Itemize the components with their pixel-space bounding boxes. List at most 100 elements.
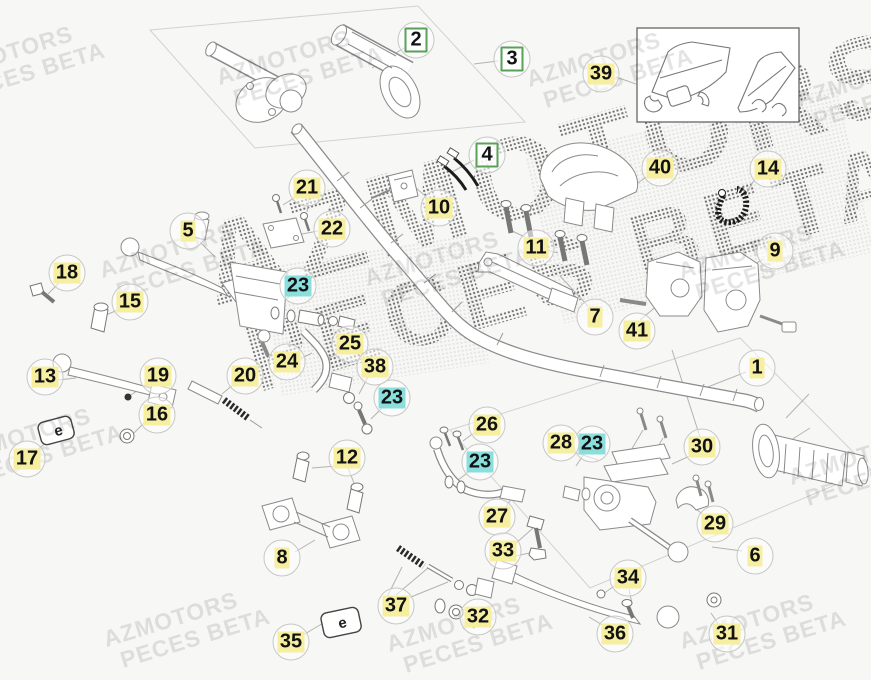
callout-number: 11 [523, 236, 549, 259]
part-rubber-boot-17: e [37, 415, 75, 446]
part-bar-mounts-8 [261, 497, 361, 549]
callout-number: 23 [578, 432, 606, 455]
callout-number: 17 [13, 447, 41, 470]
part-plate-22 [262, 217, 305, 249]
part-pivot-hardware [434, 515, 722, 629]
callout-20[interactable]: 20 [226, 357, 264, 395]
callout-3[interactable]: 3 [493, 40, 531, 78]
callout-31[interactable]: 31 [708, 615, 746, 653]
callout-number: 16 [143, 403, 171, 426]
callout-12[interactable]: 12 [328, 439, 366, 477]
part-switch-9 [703, 251, 797, 333]
callout-8[interactable]: 8 [263, 539, 301, 577]
callout-number: 18 [53, 261, 81, 284]
part-brake-lever-36 [491, 559, 680, 629]
callout-number: 15 [116, 290, 144, 313]
part-rod-spring-20 [187, 380, 263, 429]
callout-4[interactable]: 4 [468, 136, 506, 174]
callout-21[interactable]: 21 [288, 169, 326, 207]
callout-39[interactable]: 39 [582, 55, 620, 93]
callout-23[interactable]: 23 [373, 379, 411, 417]
callout-number: 19 [144, 364, 172, 387]
callout-number: 29 [701, 512, 729, 535]
callout-number: 8 [274, 546, 290, 569]
callout-10[interactable]: 10 [420, 189, 458, 227]
callout-18[interactable]: 18 [48, 254, 86, 292]
callout-38[interactable]: 38 [356, 348, 394, 386]
callout-22[interactable]: 22 [313, 210, 351, 248]
callout-16[interactable]: 16 [138, 396, 176, 434]
callout-13[interactable]: 13 [26, 358, 64, 396]
part-handlebar [290, 123, 765, 413]
part-screws-21 [272, 194, 311, 232]
callout-23[interactable]: 23 [279, 267, 317, 305]
callout-17[interactable]: 17 [8, 440, 46, 478]
leader-lines [36, 47, 811, 636]
callout-number: 34 [614, 566, 642, 589]
construction-lines [148, 5, 871, 589]
callout-number: 23 [466, 450, 494, 473]
callout-7[interactable]: 7 [576, 298, 614, 336]
part-throttle-assembly [205, 23, 421, 123]
part-hose-24 [300, 328, 373, 435]
part-riser-bolts-12 [292, 451, 364, 514]
callout-number: 24 [273, 350, 301, 373]
callout-35[interactable]: 35 [272, 623, 310, 661]
callout-number: 20 [231, 364, 259, 387]
callout-11[interactable]: 11 [517, 229, 555, 267]
callout-number: 1 [749, 356, 765, 379]
callout-23[interactable]: 23 [573, 425, 611, 463]
part-bracket-7 [477, 251, 579, 313]
callout-number: 35 [277, 630, 305, 653]
callout-28[interactable]: 28 [542, 424, 580, 462]
callout-32[interactable]: 32 [459, 598, 497, 636]
callout-15[interactable]: 15 [111, 283, 149, 321]
callout-30[interactable]: 30 [683, 428, 721, 466]
part-throttle-cables [436, 147, 480, 191]
callout-14[interactable]: 14 [749, 150, 787, 188]
part-coil-spring-14 [715, 186, 750, 226]
callout-37[interactable]: 37 [377, 587, 415, 625]
callout-5[interactable]: 5 [169, 212, 207, 250]
callout-9[interactable]: 9 [756, 232, 794, 270]
callout-40[interactable]: 40 [641, 149, 679, 187]
callout-number: 33 [489, 539, 517, 562]
callout-number: 27 [483, 505, 511, 528]
callout-number: 37 [382, 594, 410, 617]
callout-number: 2 [404, 27, 428, 53]
callout-33[interactable]: 33 [484, 532, 522, 570]
callout-number: 5 [180, 219, 196, 242]
part-spring-set-37 [396, 545, 495, 599]
callout-number: 39 [587, 62, 615, 85]
callout-number: 40 [646, 156, 674, 179]
e-marking: e [337, 614, 349, 632]
part-grip-right [752, 423, 869, 487]
part-brake-master-cylinder [562, 407, 715, 563]
callout-23[interactable]: 23 [461, 443, 499, 481]
callout-number: 30 [688, 435, 716, 458]
callout-41[interactable]: 41 [618, 312, 656, 350]
callout-6[interactable]: 6 [736, 537, 774, 575]
callout-36[interactable]: 36 [596, 615, 634, 653]
callout-number: 4 [475, 142, 499, 168]
callout-number: 14 [754, 157, 782, 180]
callout-number: 6 [747, 544, 763, 567]
callout-number: 41 [623, 319, 651, 342]
callout-2[interactable]: 2 [397, 21, 435, 59]
callout-26[interactable]: 26 [468, 406, 506, 444]
callout-number: 10 [425, 196, 453, 219]
callout-19[interactable]: 19 [139, 357, 177, 395]
part-speedometer [539, 142, 639, 233]
callout-24[interactable]: 24 [268, 343, 306, 381]
callout-29[interactable]: 29 [696, 505, 734, 543]
callout-number: 25 [336, 332, 364, 355]
part-switch-10 [371, 169, 419, 203]
callout-34[interactable]: 34 [609, 559, 647, 597]
part-brake-hose-27 [429, 436, 526, 503]
callout-27[interactable]: 27 [478, 498, 516, 536]
callout-1[interactable]: 1 [738, 349, 776, 387]
part-switch-41 [619, 251, 703, 317]
handguard-kit-box [636, 27, 800, 123]
